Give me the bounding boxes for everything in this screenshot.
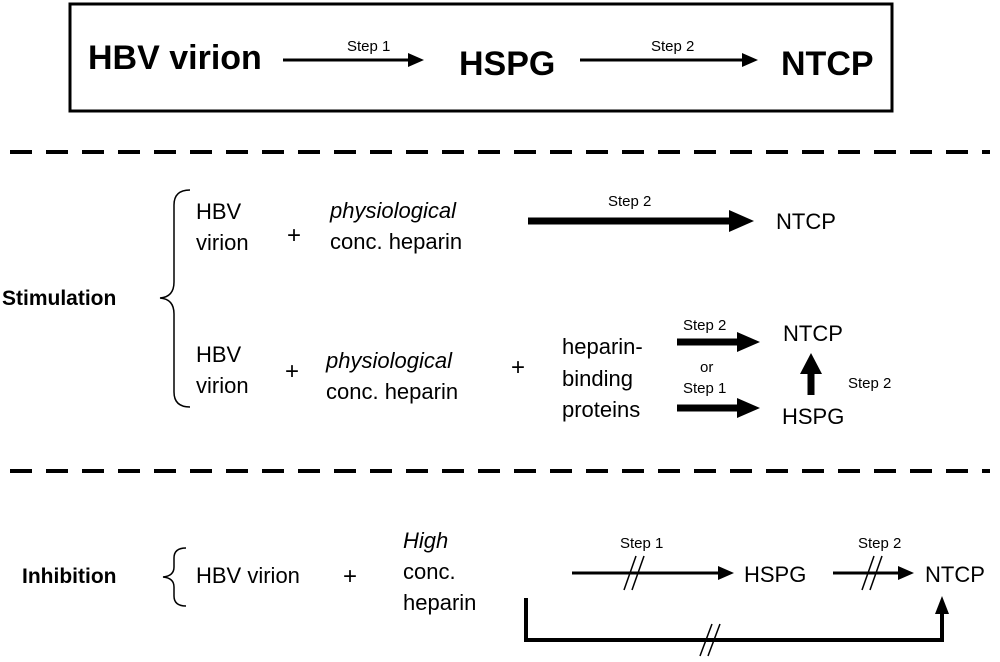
stim-row2-ntcp: NTCP [783,321,843,346]
stim-row2-or: or [700,359,713,376]
inh-step1-label: Step 1 [620,535,663,552]
top-ntcp: NTCP [781,45,874,83]
stim-row1-plus: + [287,222,301,249]
stim-row2-heparin-line2: conc. heparin [326,379,458,404]
stim-row2-heparin-line1: physiological [325,348,453,373]
inh-heparin-line3: heparin [403,590,476,615]
inh-hspg: HSPG [744,562,806,587]
stim-row1-hbv-line1: HBV [196,199,242,224]
stim-row2-plus1: + [285,358,299,385]
top-arrow-step2 [580,53,758,67]
stim-row1-heparin-line2: conc. heparin [330,229,462,254]
stim-row2-hspg: HSPG [782,404,844,429]
stim-row2-hbp-line3: proteins [562,397,640,422]
inh-plus: + [343,563,357,590]
top-hbv-virion: HBV virion [88,39,262,77]
stim-row1-heparin-line1: physiological [329,198,457,223]
inh-heparin-line1: High [403,528,448,553]
inh-ntcp: NTCP [925,562,985,587]
stim-row2-hbp-line1: heparin- [562,334,643,359]
inh-hbv-virion: HBV virion [196,563,300,588]
stim-row2-step2-label: Step 2 [683,317,726,334]
top-arrow-step1 [283,53,424,67]
stim-row1-step2-label: Step 2 [608,193,651,210]
stim-row2-step2-vertical-label: Step 2 [848,375,891,392]
top-box-frame [68,2,894,113]
stim-row2-arrow-vertical [800,353,822,395]
stimulation-brace [159,189,191,408]
inh-bracket-arrow-blocked [524,596,949,657]
stim-row2-hbp-line2: binding [562,366,633,391]
inh-arrow-step2-blocked [833,555,914,591]
stim-row2-arrow-step1 [677,398,760,418]
stim-row2-hbv-line1: HBV [196,342,242,367]
stim-row2-arrow-step2 [677,332,760,352]
top-step1-label: Step 1 [347,38,390,55]
stim-row1-arrow-step2 [528,210,754,232]
inhibition-label: Inhibition [22,565,116,588]
top-hspg: HSPG [459,45,555,83]
stim-row1-hbv-line2: virion [196,230,249,255]
stimulation-label: Stimulation [2,287,116,310]
inhibition-brace [162,547,187,607]
inh-heparin-line2: conc. [403,559,456,584]
stim-row2-plus2: + [511,354,525,381]
stim-row2-hbv-line2: virion [196,373,249,398]
stim-row1-ntcp: NTCP [776,209,836,234]
inh-step2-label: Step 2 [858,535,901,552]
top-step2-label: Step 2 [651,38,694,55]
inh-arrow-step1-blocked [572,555,734,591]
stim-row2-step1-label: Step 1 [683,380,726,397]
